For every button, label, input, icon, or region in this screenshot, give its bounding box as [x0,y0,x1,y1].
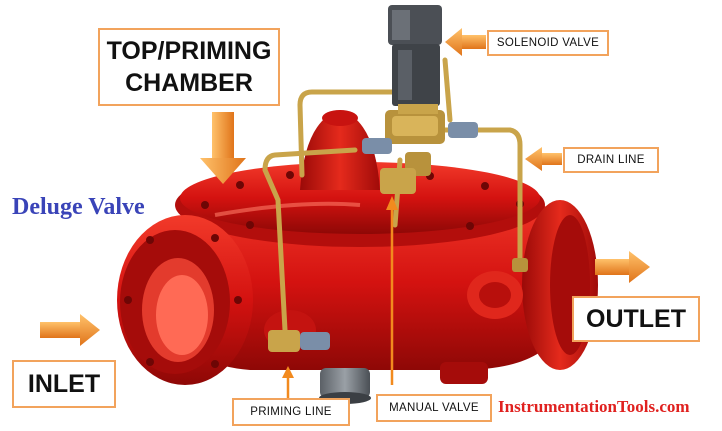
arrow-outlet [595,251,650,283]
arrow-top-priming [200,112,246,184]
trim-piping [262,57,523,333]
leader-lines [282,196,398,400]
label-top-priming-line2: CHAMBER [125,69,253,97]
label-inlet: INLET [12,360,116,408]
label-manual-valve: MANUAL VALVE [376,394,492,422]
valve-body [117,110,598,404]
label-top-priming-chamber: TOP/PRIMING CHAMBER [98,28,280,106]
label-solenoid-valve: SOLENOID VALVE [487,30,609,56]
label-outlet: OUTLET [572,296,700,342]
arrow-solenoid [445,28,486,56]
trim-fittings [268,110,528,352]
label-priming-line: PRIMING LINE [232,398,350,426]
source-credit: InstrumentationTools.com [498,397,690,416]
label-top-priming-line1: TOP/PRIMING [106,37,272,65]
arrow-drain-line [525,147,562,171]
label-drain-line: DRAIN LINE [563,147,659,173]
solenoid-valve [388,5,442,114]
arrow-inlet [40,314,100,346]
diagram-title: Deluge Valve [12,194,145,220]
